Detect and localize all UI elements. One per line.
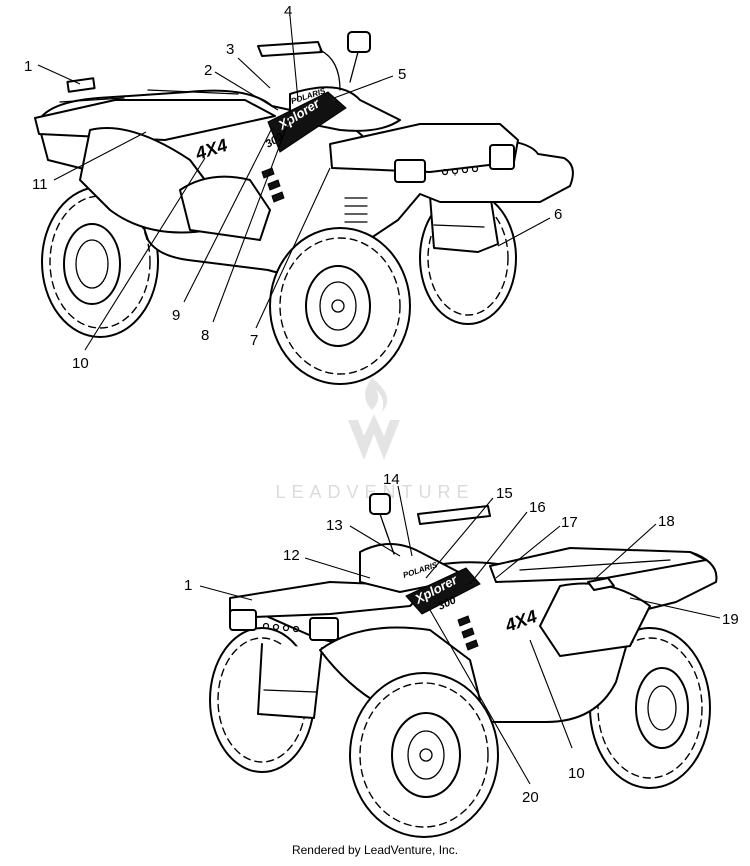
callout-6: 6	[554, 206, 562, 223]
callout-lines-bottom	[199, 485, 721, 785]
callout-lines-top	[37, 15, 551, 351]
wheel-rear-left	[41, 186, 159, 338]
callout-11: 11	[32, 176, 48, 193]
callout-1-bottom: 1	[184, 577, 192, 594]
leadventure-logo-icon	[348, 378, 400, 460]
atv-front-view: Xplorer 300 POLARIS 4X4	[209, 493, 718, 838]
callout-18: 18	[658, 513, 675, 530]
callout-labels-top: 1 2 3 4 5 6 7 8 9 10 11	[24, 3, 562, 372]
callout-15: 15	[496, 485, 513, 502]
watermark-text: LEADVENTURE	[275, 482, 474, 502]
callout-16: 16	[529, 499, 546, 516]
callout-10: 10	[72, 355, 89, 372]
callout-labels-bottom: 14 15 16 17 18 13 12 1 19 10 20	[184, 471, 739, 806]
callout-3: 3	[226, 41, 234, 58]
watermark: LEADVENTURE	[275, 378, 474, 502]
wheel-front-left-2	[349, 672, 499, 838]
callout-14: 14	[383, 471, 400, 488]
callout-4: 4	[284, 3, 292, 20]
callout-20: 20	[522, 789, 539, 806]
callout-7: 7	[250, 332, 258, 349]
callout-5: 5	[398, 66, 406, 83]
callout-10-bottom: 10	[568, 765, 585, 782]
callout-9: 9	[172, 307, 180, 324]
callout-2: 2	[204, 62, 212, 79]
footer-credit: Rendered by LeadVenture, Inc.	[291, 843, 459, 857]
callout-17: 17	[561, 514, 578, 531]
callout-1: 1	[24, 58, 32, 75]
callout-19: 19	[722, 611, 739, 628]
callout-8: 8	[201, 327, 209, 344]
atv-rear-view: 4X4 Xplorer 300 POLARIS	[34, 31, 574, 385]
callout-13: 13	[326, 517, 343, 534]
callout-12: 12	[283, 547, 300, 564]
wheel-front-left	[269, 227, 411, 385]
